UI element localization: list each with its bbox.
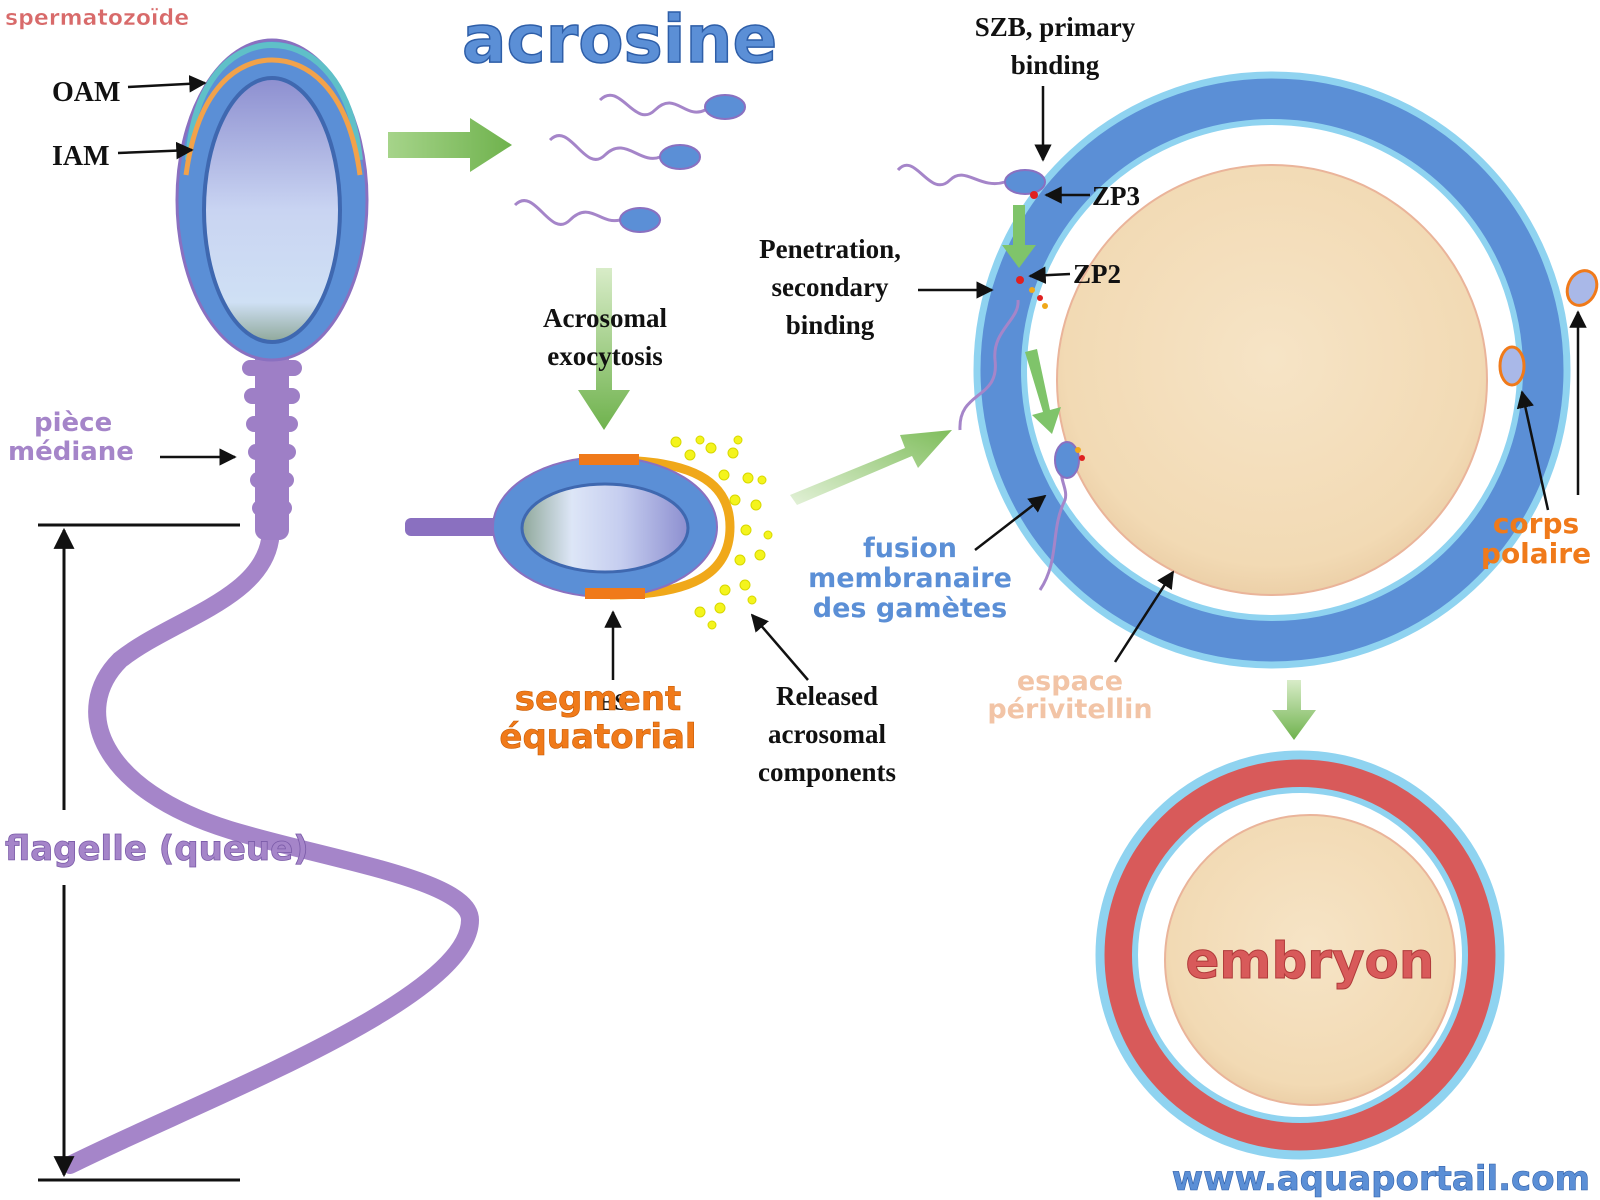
label-oam: OAM	[52, 77, 120, 108]
arrow-zona-fusion	[1025, 349, 1061, 434]
embryo	[1095, 750, 1505, 1160]
label-acrosine: acrosine	[462, 1, 777, 78]
label-released-line3: components	[758, 757, 896, 787]
label-acrosomal-exocytosis-line1: Acrosomal	[543, 303, 667, 333]
label-espace-line2: périvitellin	[987, 694, 1152, 725]
label-espace-line1: espace	[1017, 666, 1123, 697]
oam-pointer	[127, 75, 207, 93]
binding-sperm	[896, 163, 1046, 199]
label-zp2: ZP2	[1073, 259, 1121, 289]
zp2-pointer	[1028, 266, 1071, 284]
label-corps-line1: corps	[1493, 507, 1579, 540]
label-szb-line2: binding	[1011, 50, 1100, 80]
outer-acrosomal-membrane	[185, 41, 363, 161]
midpiece	[242, 345, 302, 540]
label-corps-line2: polaire	[1481, 537, 1591, 570]
label-released-line2: acrosomal	[768, 719, 886, 749]
corps-pointer-1	[1516, 390, 1550, 511]
swimming-sperm-group	[513, 93, 746, 233]
label-acrosomal-exocytosis-line2: exocytosis	[547, 341, 662, 371]
penetrating-sperm	[958, 276, 1048, 431]
equatorial-segment-top	[579, 454, 639, 465]
website-watermark[interactable]: www.aquaportail.com	[1171, 1159, 1590, 1200]
label-penetration-line2: secondary	[772, 272, 889, 302]
polar-body-2	[1565, 269, 1599, 307]
inner-acrosomal-membrane	[183, 57, 363, 176]
label-penetration-line3: binding	[786, 310, 875, 340]
label-szb-line1: SZB, primary	[975, 12, 1136, 42]
label-penetration-line1: Penetration,	[759, 234, 901, 264]
fusing-sperm	[1038, 441, 1085, 591]
label-piece-mediane-line2: médiane	[8, 437, 134, 467]
label-segment-equatorial-line1: segment	[515, 679, 682, 719]
oocyte	[973, 71, 1571, 669]
iam-pointer	[117, 141, 194, 160]
arrow-to-embryo	[1272, 680, 1316, 740]
label-iam: IAM	[52, 141, 110, 172]
label-fusion-line2: membranaire	[808, 563, 1012, 594]
label-zp3: ZP3	[1092, 181, 1140, 211]
released-acrosomal-components	[670, 435, 773, 630]
arrow-acrosomal-exocytosis	[578, 268, 630, 430]
arrow-to-oocyte	[790, 430, 952, 505]
label-piece-mediane-line1: pièce	[34, 408, 112, 438]
acrosome-reacted-sperm	[405, 454, 735, 600]
espace-pointer	[1113, 570, 1175, 663]
flagellum	[61, 531, 480, 1174]
sperm-nucleus	[202, 76, 342, 344]
label-embryon: embryon	[1186, 932, 1435, 990]
label-fusion-line1: fusion	[863, 533, 957, 564]
label-released-line1: Released	[776, 681, 878, 711]
fusion-pointer	[974, 494, 1047, 551]
label-flagelle: flagelle (queue)	[5, 829, 309, 869]
large-spermatozoon	[61, 38, 480, 1174]
label-spermatozoide: spermatozoïde	[5, 6, 189, 31]
label-es: ES	[598, 690, 627, 716]
polar-body-1	[1498, 345, 1526, 387]
flagellum-length-bracket	[38, 523, 240, 1182]
label-segment-equatorial-line2: équatorial	[499, 717, 696, 757]
equatorial-segment-bottom	[585, 588, 645, 599]
oocyte-cytoplasm	[1056, 164, 1488, 596]
arrow-to-acrosine	[388, 118, 512, 172]
released-pointer	[750, 613, 809, 681]
arrow-zona-penetration	[1002, 205, 1036, 268]
label-fusion-line3: des gamètes	[813, 593, 1007, 624]
